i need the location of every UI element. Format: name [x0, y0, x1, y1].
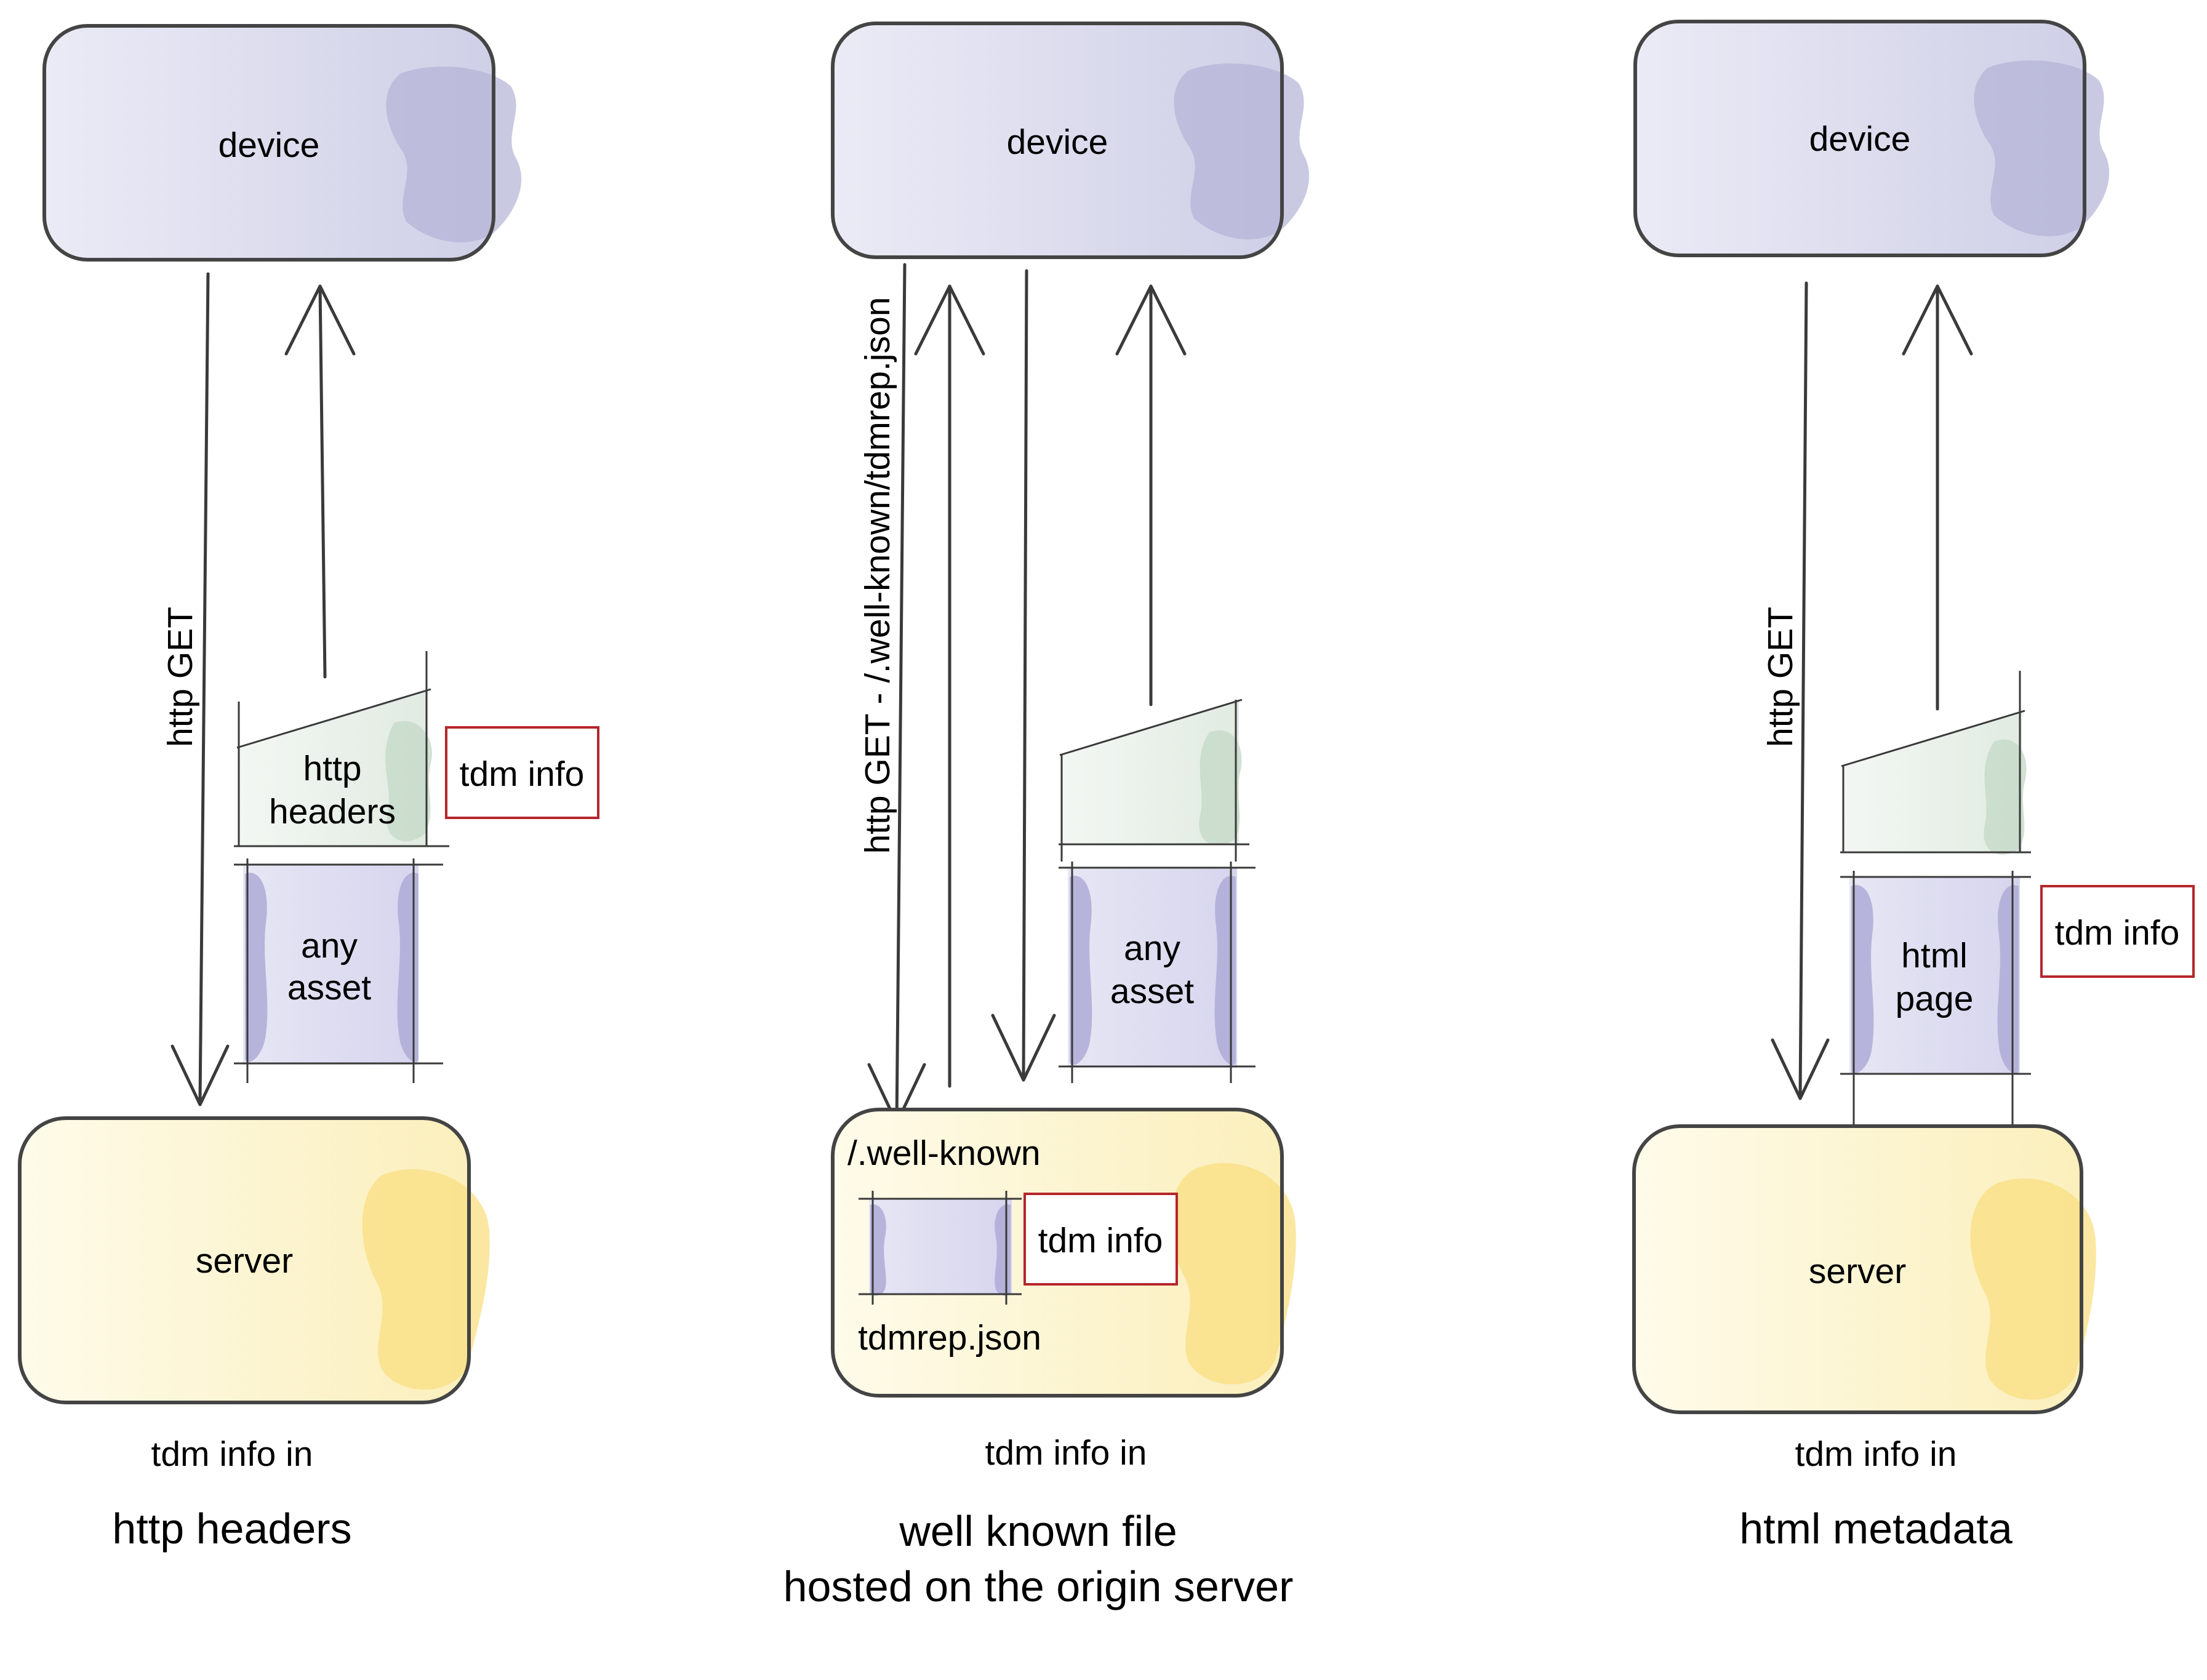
- caption-large-line1: html metadata: [1739, 1505, 2013, 1553]
- asset-label-line2: asset: [287, 968, 371, 1007]
- caption-large-line1: well known file: [899, 1507, 1177, 1555]
- device-box: device: [42, 24, 522, 262]
- header-label-line2: headers: [269, 792, 396, 831]
- tdm-info-box: tdm info: [445, 726, 599, 819]
- server-box: server: [18, 1116, 490, 1404]
- tdm-info-label: tdm info: [460, 754, 585, 794]
- server-label: server: [1809, 1252, 1906, 1291]
- asset-request-arrow: [991, 269, 1056, 1082]
- tdm-info-box: tdm info: [1023, 1193, 1178, 1286]
- device-label: device: [1809, 119, 1911, 159]
- caption-small: tdm info in: [1795, 1434, 1957, 1474]
- header-block: [1840, 671, 2031, 855]
- asset-block: any asset: [234, 858, 443, 1083]
- tdm-info-box: tdm info: [2040, 885, 2195, 978]
- request-label: http GET: [161, 607, 200, 747]
- device-label: device: [218, 126, 320, 165]
- asset-response-arrow: [1115, 284, 1187, 706]
- request-arrow: [170, 272, 230, 1106]
- device-label: device: [1007, 122, 1108, 162]
- caption-small: tdm info in: [151, 1434, 313, 1474]
- response-arrow: [1902, 284, 1973, 711]
- request-label: http GET: [1761, 607, 1800, 747]
- server-box: server: [1632, 1124, 2096, 1414]
- tdm-info-label: tdm info: [2055, 913, 2180, 953]
- asset-block: any asset: [1059, 862, 1256, 1083]
- panel-well-known-file: device http GET - /.well-known/tdmrep.js…: [783, 22, 1310, 1610]
- panel-http-headers: device http GET http headers: [18, 24, 599, 1553]
- asset-label-line1: any: [301, 926, 358, 966]
- caption-large-line2: hosted on the origin server: [783, 1562, 1294, 1610]
- panel-html-metadata: device http GET: [1632, 20, 2195, 1553]
- asset-label-line2: page: [1896, 979, 1974, 1018]
- asset-block: html page: [1840, 871, 2031, 1126]
- request-label: http GET - /.well-known/tdmrep.json: [858, 297, 897, 854]
- asset-label-line1: html: [1901, 936, 1968, 975]
- caption-small: tdm info in: [985, 1433, 1147, 1473]
- device-box: device: [1633, 20, 2110, 257]
- response-arrow: [284, 284, 356, 679]
- file-label: tdmrep.json: [858, 1318, 1041, 1358]
- server-label: server: [196, 1241, 293, 1281]
- tdm-info-label: tdm info: [1038, 1221, 1163, 1260]
- header-label-line1: http: [303, 749, 361, 788]
- request-arrow: [1771, 281, 1830, 1100]
- header-block: [1059, 698, 1249, 862]
- device-box: device: [831, 22, 1310, 259]
- asset-label-line1: any: [1124, 929, 1180, 968]
- caption-large-line1: http headers: [112, 1505, 351, 1553]
- asset-label-line2: asset: [1110, 972, 1194, 1011]
- wellknown-label: /.well-known: [847, 1134, 1041, 1173]
- wellknown-response-arrow: [914, 284, 985, 1088]
- tdmrep-file-block: tdmrep.json: [858, 1191, 1041, 1358]
- header-block: http headers: [234, 651, 449, 847]
